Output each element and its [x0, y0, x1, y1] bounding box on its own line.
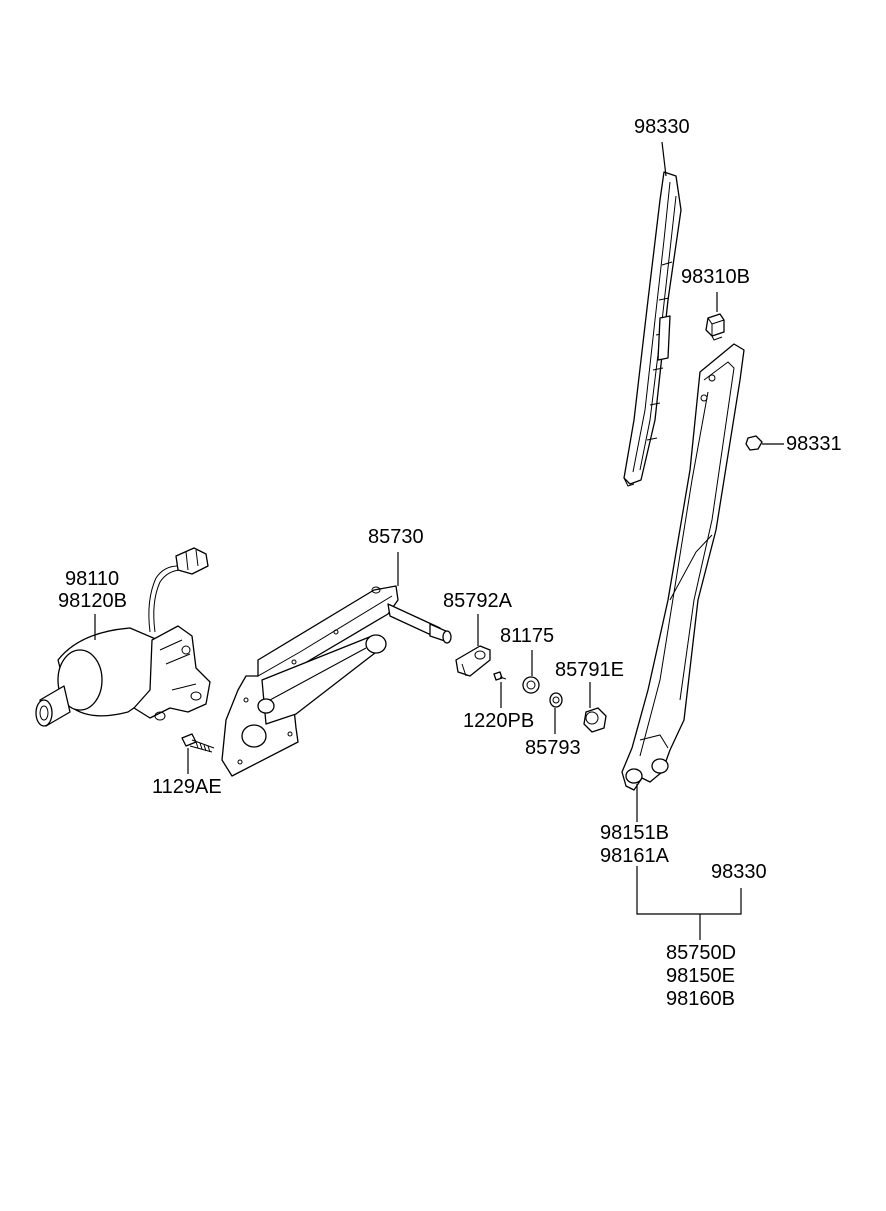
wiper-arm: [621, 343, 745, 791]
label-bolt: 1129AE: [152, 776, 222, 798]
arm-nut: [745, 435, 763, 451]
wiper-linkage: [221, 585, 452, 777]
label-arm-1: 98151B: [600, 822, 669, 844]
label-blade: 98330: [634, 116, 690, 138]
label-assy-3: 98160B: [666, 988, 735, 1010]
mounting-bolt: [181, 733, 215, 753]
label-arm-2: 98161A: [600, 845, 669, 867]
label-blade-clip: 98310B: [681, 266, 750, 288]
label-cap: 85791E: [555, 659, 624, 681]
wiper-blade: [623, 171, 682, 487]
washer: [549, 692, 563, 708]
nut: [522, 676, 540, 694]
label-nut: 81175: [500, 625, 555, 647]
label-linkage: 85730: [368, 526, 424, 548]
pivot-cap: [583, 707, 607, 733]
label-motor-1: 98110: [65, 568, 120, 590]
label-small-screw: 1220PB: [463, 710, 535, 732]
label-washer-plate: 85792A: [443, 590, 512, 612]
label-motor-2: 98120B: [58, 590, 127, 612]
label-arm-nut: 98331: [786, 433, 842, 455]
washer-plate: [455, 645, 491, 677]
small-screw: [493, 671, 507, 681]
label-washer: 85793: [525, 737, 581, 759]
leader-lines: [94, 141, 784, 940]
label-assy-2: 98150E: [666, 965, 735, 987]
label-assy-1: 85750D: [666, 942, 737, 964]
label-blade-assy: 98330: [711, 861, 767, 883]
wiper-motor: [35, 547, 211, 727]
blade-clip: [705, 313, 725, 341]
